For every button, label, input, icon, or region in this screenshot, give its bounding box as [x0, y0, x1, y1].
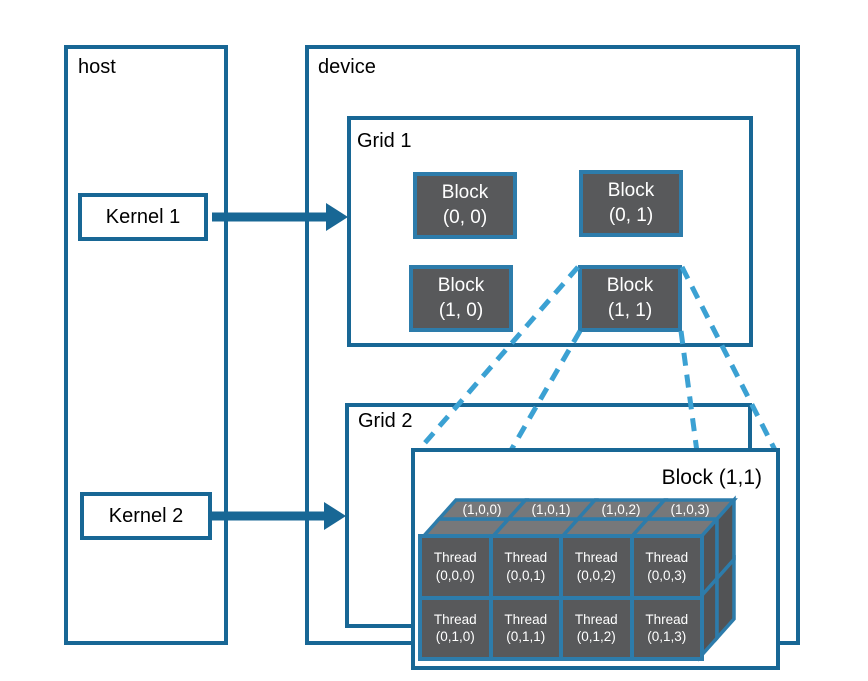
kernel2-arrow — [212, 502, 346, 530]
thread-cell-0-1-2: Thread (0,1,2) — [563, 599, 630, 657]
block-0-0-index: (0, 0) — [442, 206, 488, 228]
thread-index: (0,0,1) — [506, 567, 546, 583]
block-1-0: Block (1, 0) — [409, 265, 513, 332]
host-label: host — [78, 56, 116, 78]
block-1-1-name: Block — [606, 274, 654, 296]
grid1-label: Grid 1 — [357, 130, 412, 152]
topface-label-1-0-2: (1,0,2) — [601, 502, 641, 517]
device-label: device — [318, 56, 376, 78]
block-0-1-name: Block — [607, 179, 655, 201]
thread-cell-0-1-3: Thread (0,1,3) — [633, 599, 700, 657]
kernel1-box: Kernel 1 — [78, 193, 208, 241]
thread-index: (0,1,1) — [506, 629, 546, 645]
thread-cell-0-0-1: Thread (0,0,1) — [492, 538, 559, 596]
thread-array-top-face — [418, 498, 738, 540]
thread-name: Thread — [433, 611, 477, 627]
topface-label-1-0-0: (1,0,0) — [462, 502, 502, 517]
kernel2-label: Kernel 2 — [108, 504, 184, 527]
thread-index: (0,0,3) — [647, 567, 687, 583]
thread-array-side-face — [698, 495, 736, 662]
block-1-1-index: (1, 1) — [607, 299, 653, 321]
expanded-block-title: Block (1,1) — [661, 466, 762, 489]
thread-name: Thread — [504, 611, 548, 627]
grid2-label: Grid 2 — [358, 410, 413, 432]
block-1-0-index: (1, 0) — [438, 299, 484, 321]
block-0-0-name: Block — [441, 181, 489, 203]
kernel1-arrow — [212, 203, 348, 231]
thread-cell-0-1-1: Thread (0,1,1) — [492, 599, 559, 657]
kernel1-label: Kernel 1 — [105, 205, 181, 228]
thread-index: (0,1,2) — [576, 629, 616, 645]
thread-cell-0-1-0: Thread (0,1,0) — [422, 599, 489, 657]
thread-name: Thread — [645, 550, 689, 566]
kernel2-box: Kernel 2 — [80, 492, 212, 540]
host-box — [64, 45, 228, 645]
thread-index: (0,1,3) — [647, 629, 687, 645]
thread-name: Thread — [433, 550, 477, 566]
block-1-1-projection-lines — [415, 265, 779, 454]
thread-index: (0,0,0) — [435, 567, 475, 583]
thread-name: Thread — [574, 550, 618, 566]
block-0-0: Block (0, 0) — [413, 172, 517, 239]
thread-cell-0-0-2: Thread (0,0,2) — [563, 538, 630, 596]
thread-index: (0,0,2) — [576, 567, 616, 583]
thread-name: Thread — [645, 611, 689, 627]
block-0-1-index: (0, 1) — [608, 204, 654, 226]
thread-cell-0-0-3: Thread (0,0,3) — [633, 538, 700, 596]
topface-label-1-0-1: (1,0,1) — [531, 502, 571, 517]
block-0-1: Block (0, 1) — [579, 170, 683, 237]
grid1-box — [347, 116, 753, 347]
thread-name: Thread — [574, 611, 618, 627]
block-1-0-name: Block — [437, 274, 485, 296]
thread-index: (0,1,0) — [435, 629, 475, 645]
block-1-1: Block (1, 1) — [578, 265, 682, 332]
thread-name: Thread — [504, 550, 548, 566]
thread-array-front-face: Thread (0,0,0) Thread (0,0,1) Thread (0,… — [418, 534, 704, 661]
thread-cell-0-0-0: Thread (0,0,0) — [422, 538, 489, 596]
topface-label-1-0-3: (1,0,3) — [670, 502, 710, 517]
